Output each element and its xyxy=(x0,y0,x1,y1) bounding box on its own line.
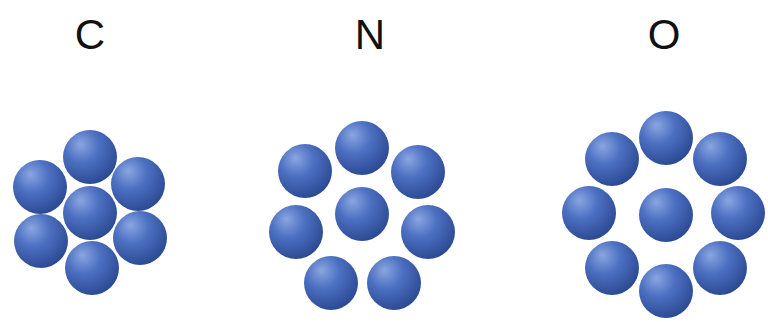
sphere xyxy=(639,111,693,165)
sphere xyxy=(278,144,332,198)
element-symbol: C xyxy=(75,14,105,56)
sphere xyxy=(391,145,445,199)
sphere xyxy=(711,186,765,240)
sphere xyxy=(14,214,68,268)
sphere xyxy=(367,256,421,310)
sphere xyxy=(335,121,389,175)
sphere xyxy=(585,241,639,295)
sphere xyxy=(693,132,747,186)
sphere xyxy=(335,187,389,241)
sphere xyxy=(63,186,117,240)
oxygen-cluster xyxy=(562,111,765,318)
carbon-cluster xyxy=(13,130,167,295)
sphere xyxy=(63,130,117,184)
sphere xyxy=(693,241,747,295)
sphere xyxy=(639,188,693,242)
sphere xyxy=(13,160,67,214)
sphere xyxy=(269,205,323,259)
sphere xyxy=(111,157,165,211)
element-symbol: N xyxy=(355,14,385,56)
sphere xyxy=(113,211,167,265)
sphere xyxy=(585,132,639,186)
sphere xyxy=(401,205,455,259)
sphere xyxy=(65,241,119,295)
nitrogen-cluster xyxy=(269,121,455,310)
sphere xyxy=(639,264,693,318)
sphere xyxy=(304,256,358,310)
sphere xyxy=(562,186,616,240)
element-symbol: O xyxy=(648,14,681,56)
